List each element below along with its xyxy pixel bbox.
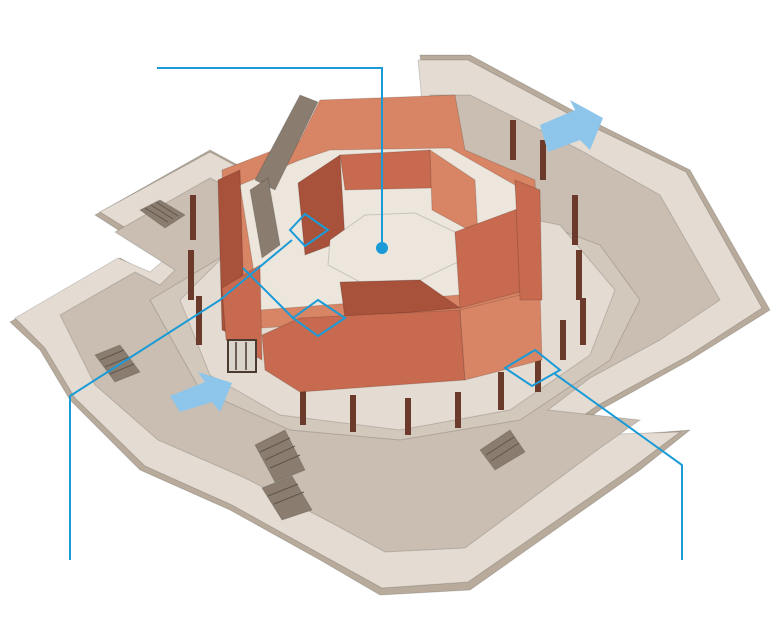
stair-left xyxy=(139,199,186,229)
palisade-posts xyxy=(188,120,586,435)
stair-bottom-right xyxy=(479,429,526,471)
callout-diamond xyxy=(288,212,330,248)
callout-dot xyxy=(376,242,388,254)
callout-palisade-post xyxy=(503,348,683,560)
tower-doorway xyxy=(227,339,257,373)
callout-diamond xyxy=(291,298,347,338)
palisade-post xyxy=(535,350,541,392)
palisade-post xyxy=(580,298,586,345)
palisade-post xyxy=(510,120,516,160)
palisade-post xyxy=(572,195,578,245)
entry-arrow-upper-right xyxy=(540,100,603,152)
outer-wall-side-right xyxy=(514,179,543,301)
outer-wall-front-main xyxy=(261,309,466,393)
palisade-post xyxy=(560,320,566,360)
stair-bottom xyxy=(254,429,313,521)
palisade-post xyxy=(455,392,461,428)
callout-lower-wall-joint xyxy=(242,267,347,338)
inner-wall-front xyxy=(339,279,462,319)
palisade-post xyxy=(576,250,582,300)
callout-diamond xyxy=(503,348,562,388)
palisade-post xyxy=(196,296,202,345)
callout-central-courtyard xyxy=(157,67,388,254)
palisade-post xyxy=(188,250,194,300)
platform-stairs xyxy=(94,199,526,521)
entry-arrow-lower-left xyxy=(170,372,232,412)
stair-lower-left xyxy=(94,344,141,383)
palisade-post xyxy=(498,372,504,410)
palisade-post xyxy=(190,195,196,240)
palisade-post xyxy=(405,398,411,435)
tower-staircase xyxy=(249,94,319,259)
palisade-post xyxy=(350,395,356,432)
callout-upper-wall-joint xyxy=(69,212,330,560)
tower xyxy=(217,94,543,393)
palisade-post xyxy=(300,388,306,425)
inner-wall-back xyxy=(339,149,433,191)
palisade-post xyxy=(540,140,546,180)
